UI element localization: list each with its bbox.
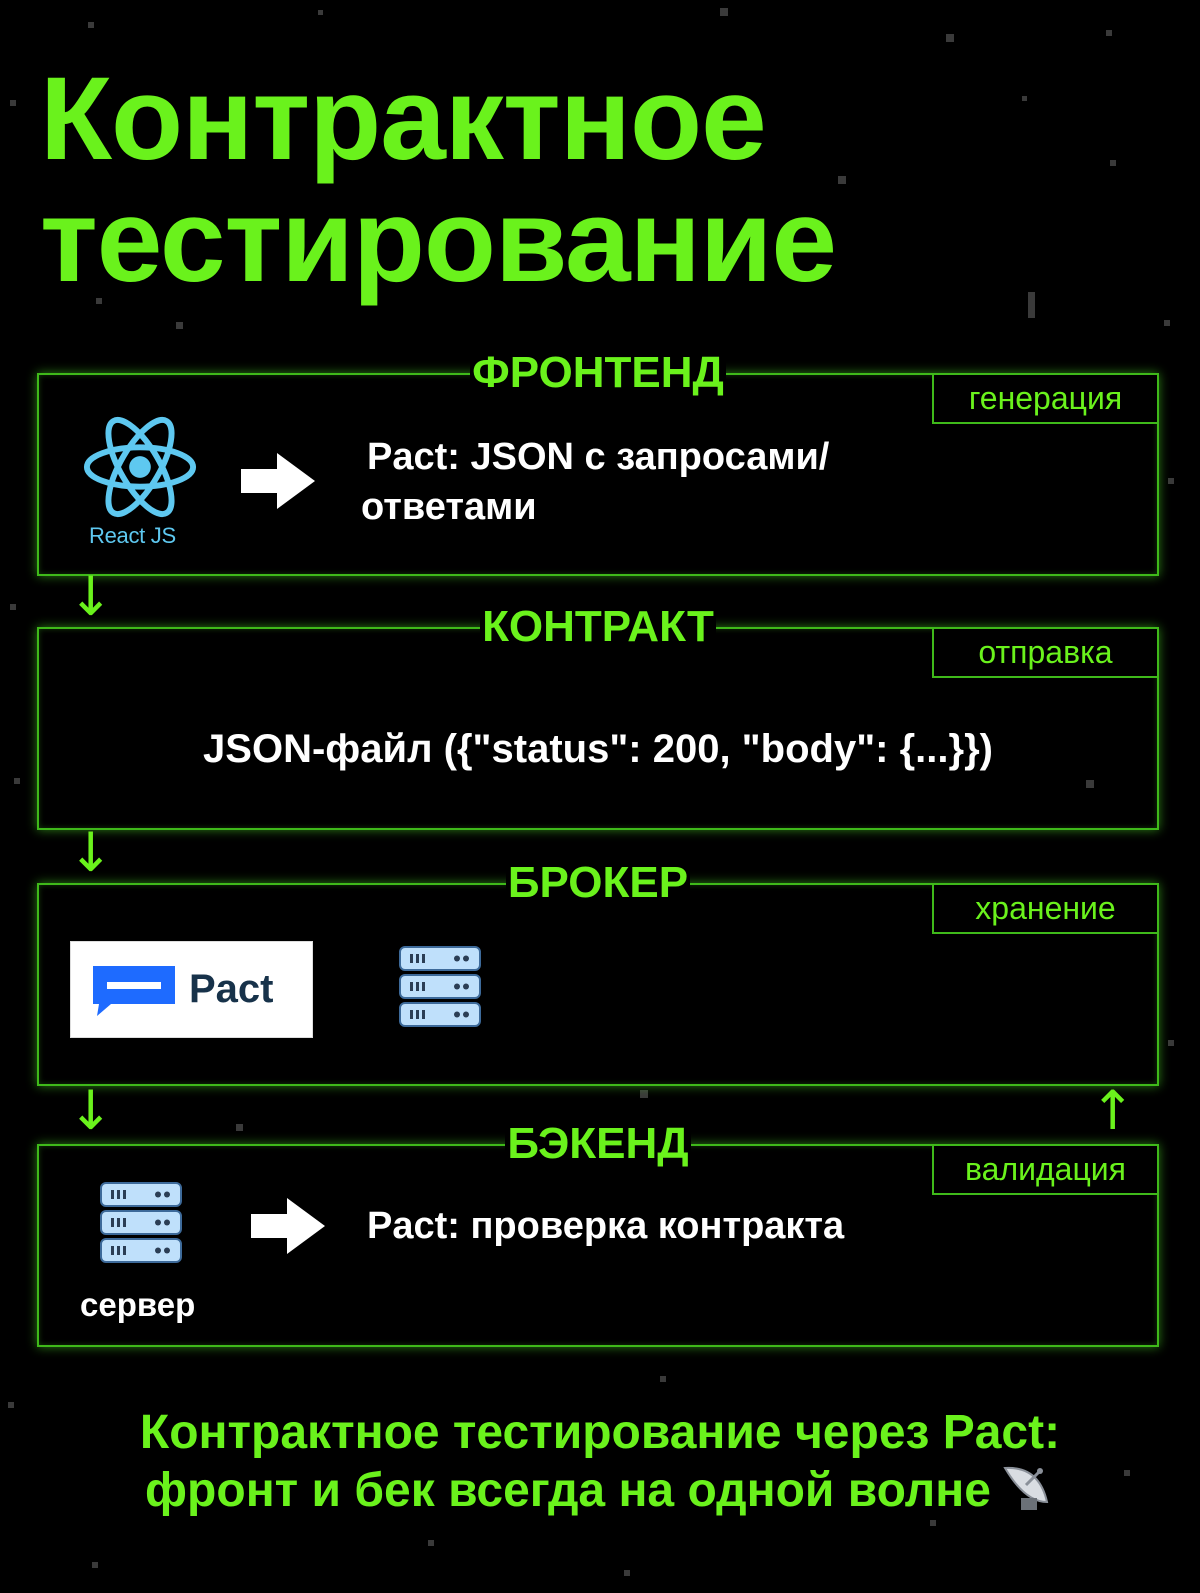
- react-label: React JS: [89, 523, 176, 548]
- contract-stage: КОНТРАКТ отправка JSON-файл ({"status": …: [37, 601, 1159, 830]
- page-title-line-1: Контрактное: [40, 53, 767, 185]
- broker-tag: хранение: [932, 883, 1159, 934]
- contract-tag: отправка: [932, 627, 1159, 678]
- footer-line-1: Контрактное тестирование через Pact:: [139, 1406, 1061, 1459]
- right-arrow-icon: [251, 1198, 325, 1254]
- frontend-stage-title-text: ФРОНТЕНД: [470, 347, 726, 399]
- arrow-up-icon: ↑: [1090, 1079, 1136, 1142]
- pact-logo: Pact: [70, 941, 313, 1038]
- right-arrow-icon: [241, 453, 315, 509]
- backend-stage-title-text: БЭКЕНД: [505, 1118, 691, 1170]
- frontend-text-line-2: ответами: [361, 486, 537, 528]
- broker-stage-title-text: БРОКЕР: [505, 857, 691, 909]
- frontend-stage: ФРОНТЕНД генерация React JS Pact: JSON с…: [37, 347, 1159, 576]
- satellite-dish-icon: [1003, 1466, 1049, 1510]
- server-label: сервер: [80, 1286, 196, 1323]
- arrow-down-icon: ↓: [68, 1079, 114, 1142]
- footer-caption: Контрактное тестирование через Pact: фро…: [0, 1404, 1200, 1520]
- arrow-down-icon: ↓: [68, 821, 114, 884]
- pact-logo-text: Pact: [189, 967, 274, 1011]
- page-title: Контрактное тестирование: [40, 53, 837, 307]
- footer-line-2-wrap: фронт и бек всегда на одной волне: [0, 1462, 1200, 1520]
- frontend-text-line-1: Pact: JSON с запросами/: [367, 436, 830, 478]
- contract-json-text: JSON-файл ({"status": 200, "body": {...}…: [203, 727, 993, 771]
- arrow-down-icon: ↓: [68, 565, 114, 628]
- backend-text: Pact: проверка контракта: [367, 1205, 845, 1247]
- frontend-tag: генерация: [932, 373, 1159, 424]
- pact-chat-icon: [93, 966, 175, 1016]
- server-icon: [100, 1182, 182, 1263]
- contract-stage-title-text: КОНТРАКТ: [480, 601, 716, 653]
- backend-tag: валидация: [932, 1144, 1159, 1195]
- backend-stage: БЭКЕНД валидация сервер Pact: проверка к…: [37, 1118, 1159, 1347]
- react-icon: [83, 417, 197, 517]
- footer-line-2: фронт и бек всегда на одной волне: [145, 1464, 991, 1517]
- page-title-line-2: тестирование: [40, 175, 837, 307]
- broker-stage: БРОКЕР хранение Pact: [37, 857, 1159, 1086]
- server-icon: [399, 946, 481, 1027]
